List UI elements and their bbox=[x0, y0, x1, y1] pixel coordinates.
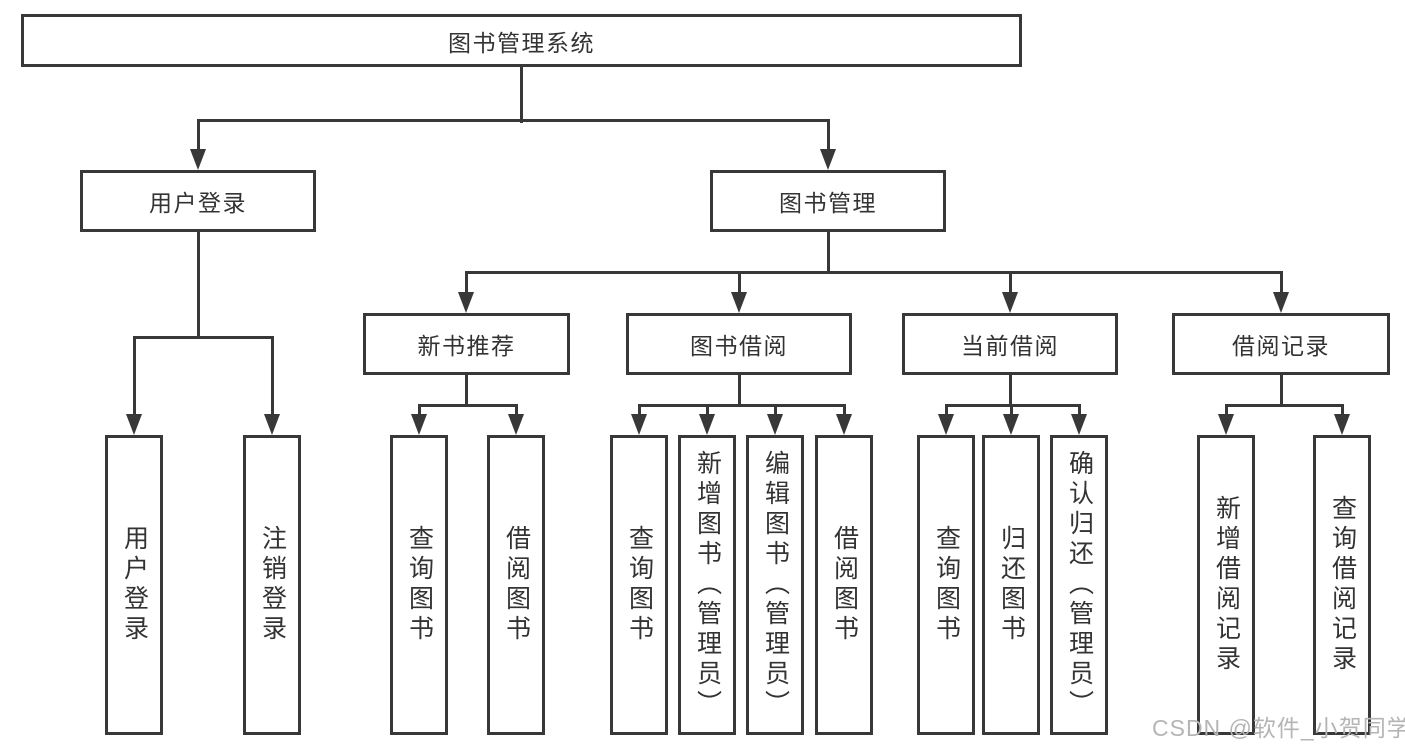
arrowhead-icon bbox=[835, 414, 852, 435]
arrowhead-icon bbox=[507, 414, 524, 435]
watermark: CSDN @软件_小贺同学 bbox=[1152, 715, 1405, 741]
leaf-records-add-record: 新增借阅记录 bbox=[1197, 435, 1255, 735]
connector-bar bbox=[417, 403, 518, 407]
connector-drop bbox=[196, 120, 200, 150]
connector-drop bbox=[826, 120, 830, 150]
arrowhead-icon bbox=[698, 414, 715, 435]
connector-drop bbox=[1009, 405, 1013, 415]
node-borrowing-records: 借阅记录 bbox=[1172, 313, 1390, 375]
arrowhead-icon bbox=[766, 414, 783, 435]
connector-drop bbox=[270, 337, 274, 415]
connector-drop bbox=[132, 337, 136, 415]
arrowhead-icon bbox=[819, 149, 836, 170]
leaf-current-return-books: 归还图书 bbox=[982, 435, 1040, 735]
connector-drop bbox=[737, 272, 741, 293]
node-book-management: 图书管理 bbox=[710, 170, 946, 232]
connector-drop bbox=[1008, 272, 1012, 293]
node-user-login: 用户登录 bbox=[80, 170, 316, 232]
connector-drop bbox=[1224, 405, 1228, 415]
arrowhead-icon bbox=[410, 414, 427, 435]
connector-drop bbox=[842, 405, 846, 415]
leaf-borrowing-edit-books-admin: 编辑图书（管理员） bbox=[746, 435, 804, 735]
arrowhead-icon bbox=[630, 414, 647, 435]
arrowhead-icon bbox=[730, 292, 747, 313]
connector-bar bbox=[196, 118, 830, 122]
arrowhead-icon bbox=[458, 292, 474, 313]
connector-bar bbox=[132, 335, 274, 339]
node-book-borrowing: 图书借阅 bbox=[626, 313, 852, 375]
arrowhead-icon bbox=[1001, 292, 1018, 313]
connector-bar bbox=[1224, 403, 1344, 407]
connector-drop bbox=[465, 272, 468, 293]
connector-drop bbox=[773, 405, 777, 415]
arrowhead-icon bbox=[1272, 292, 1289, 313]
node-new-book-recommend: 新书推荐 bbox=[363, 313, 570, 375]
connector-drop bbox=[1279, 272, 1283, 293]
connector-stem bbox=[826, 232, 830, 274]
connector-stem bbox=[519, 67, 523, 123]
connector-stem bbox=[1008, 375, 1012, 407]
leaf-recommend-borrow-books: 借阅图书 bbox=[487, 435, 545, 735]
arrowhead-icon bbox=[1002, 414, 1019, 435]
arrowhead-icon bbox=[1217, 414, 1234, 435]
leaf-current-confirm-return-admin: 确认归还（管理员） bbox=[1050, 435, 1108, 735]
connector-drop bbox=[417, 405, 421, 415]
arrowhead-icon bbox=[125, 414, 142, 435]
connector-drop bbox=[514, 405, 518, 415]
arrowhead-icon bbox=[1070, 414, 1087, 435]
leaf-current-query-books: 查询图书 bbox=[917, 435, 975, 735]
connector-drop bbox=[705, 405, 709, 415]
leaf-records-query-record: 查询借阅记录 bbox=[1313, 435, 1371, 735]
node-current-borrowing: 当前借阅 bbox=[902, 313, 1118, 375]
arrowhead-icon bbox=[1333, 414, 1350, 435]
leaf-borrowing-query-books: 查询图书 bbox=[610, 435, 668, 735]
connector-bar bbox=[465, 270, 1283, 274]
connector-stem bbox=[465, 375, 468, 407]
leaf-recommend-query-books: 查询图书 bbox=[390, 435, 448, 735]
leaf-borrowing-borrow-books: 借阅图书 bbox=[815, 435, 873, 735]
connector-bar bbox=[944, 403, 1081, 407]
connector-stem bbox=[196, 232, 200, 339]
connector-stem bbox=[737, 375, 741, 407]
leaf-user-login: 用户登录 bbox=[105, 435, 163, 735]
leaf-logout: 注销登录 bbox=[243, 435, 301, 735]
node-root: 图书管理系统 bbox=[21, 14, 1022, 67]
connector-drop bbox=[637, 405, 641, 415]
connector-drop bbox=[944, 405, 948, 415]
connector-stem bbox=[1279, 375, 1283, 407]
leaf-borrowing-add-books-admin: 新增图书（管理员） bbox=[678, 435, 736, 735]
arrowhead-icon bbox=[263, 414, 280, 435]
arrowhead-icon bbox=[937, 414, 954, 435]
connector-drop bbox=[1077, 405, 1081, 415]
connector-drop bbox=[1340, 405, 1344, 415]
connector-bar bbox=[637, 403, 846, 407]
arrowhead-icon bbox=[189, 149, 206, 170]
